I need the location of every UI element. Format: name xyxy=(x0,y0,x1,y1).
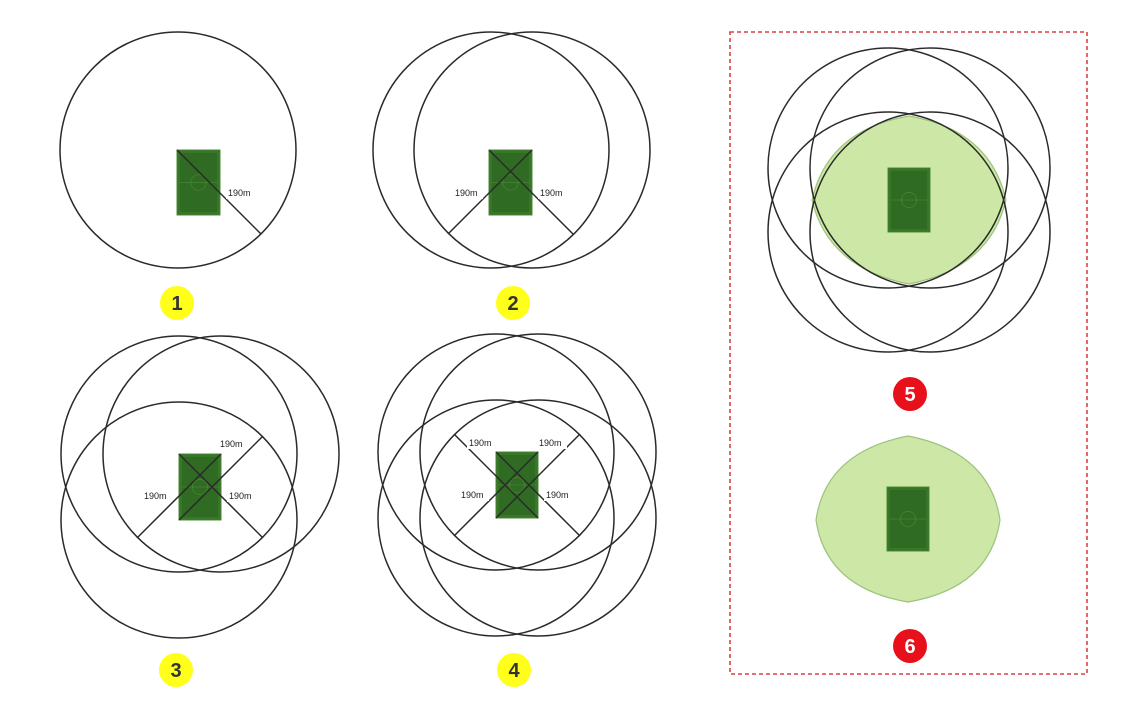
coverage-circle xyxy=(767,47,1009,289)
panel-2: 190m 190m 2 xyxy=(372,31,651,320)
coverage-circle xyxy=(59,31,297,269)
pitch-marking xyxy=(497,453,537,517)
coverage-circle xyxy=(377,399,615,637)
coverage-circle xyxy=(372,31,610,269)
badge-number: 3 xyxy=(170,660,181,682)
distance-label: 190m xyxy=(228,188,251,198)
label-bg xyxy=(544,488,574,501)
coverage-circle xyxy=(419,333,657,571)
radius-line xyxy=(488,149,574,235)
coverage-circle xyxy=(419,399,657,637)
label-bg xyxy=(453,186,483,199)
coverage-circle xyxy=(102,335,340,573)
pitch-marking xyxy=(180,455,220,519)
panel-1: 190m 1 xyxy=(59,31,297,320)
badge-number: 5 xyxy=(904,384,915,406)
badge-circle xyxy=(160,286,194,320)
coverage-circle xyxy=(767,111,1009,353)
distance-label: 190m xyxy=(461,490,484,500)
step-badge-3: 3 xyxy=(159,653,193,687)
coverage-circle xyxy=(413,31,651,269)
radius-line xyxy=(495,451,581,537)
panel-4: 190m 190m 190m 190m 4 xyxy=(377,333,657,687)
distance-label: 190m xyxy=(540,188,563,198)
panel-3: 190m 190m 190m 3 xyxy=(60,335,340,687)
radius-line xyxy=(178,453,264,539)
pitch-marking xyxy=(889,169,929,231)
coverage-circle xyxy=(809,111,1051,353)
label-bg xyxy=(226,186,256,199)
radius-line xyxy=(447,149,533,235)
coverage-circle xyxy=(60,335,298,573)
distance-label: 190m xyxy=(546,490,569,500)
badge-number: 6 xyxy=(904,636,915,658)
pitch-marking xyxy=(178,151,219,214)
pitch-marking xyxy=(888,488,928,550)
coverage-circle xyxy=(809,47,1051,289)
radius-line xyxy=(136,453,222,539)
radius-line xyxy=(453,451,539,537)
step-badge-2: 2 xyxy=(496,286,530,320)
coverage-circle xyxy=(60,401,298,639)
badge-circle xyxy=(893,377,927,411)
coverage-circle xyxy=(377,333,615,571)
step-badge-1: 1 xyxy=(160,286,194,320)
label-bg xyxy=(537,436,567,449)
distance-label: 190m xyxy=(469,438,492,448)
distance-label: 190m xyxy=(455,188,478,198)
pitch-marking xyxy=(490,151,531,214)
badge-number: 1 xyxy=(171,293,182,315)
badge-circle xyxy=(496,286,530,320)
badge-number: 2 xyxy=(507,293,518,315)
highlight-frame xyxy=(729,31,1088,675)
label-bg xyxy=(459,488,489,501)
label-bg xyxy=(218,437,248,450)
panel-6: 6 xyxy=(815,435,1001,663)
badge-circle xyxy=(497,653,531,687)
radius-line xyxy=(176,149,262,235)
badge-number: 4 xyxy=(508,660,520,682)
badge-circle xyxy=(893,629,927,663)
step-badge-5: 5 xyxy=(893,377,927,411)
distance-label: 190m xyxy=(539,438,562,448)
distance-label: 190m xyxy=(229,491,252,501)
distance-label: 190m xyxy=(144,491,167,501)
label-bg xyxy=(467,436,497,449)
label-bg xyxy=(142,489,172,502)
panel-5: 5 xyxy=(767,47,1051,411)
step-badge-4: 4 xyxy=(497,653,531,687)
distance-label: 190m xyxy=(220,439,243,449)
step-badge-6: 6 xyxy=(893,629,927,663)
radius-line xyxy=(178,435,264,521)
label-bg xyxy=(538,186,568,199)
badge-circle xyxy=(159,653,193,687)
label-bg xyxy=(227,489,257,502)
